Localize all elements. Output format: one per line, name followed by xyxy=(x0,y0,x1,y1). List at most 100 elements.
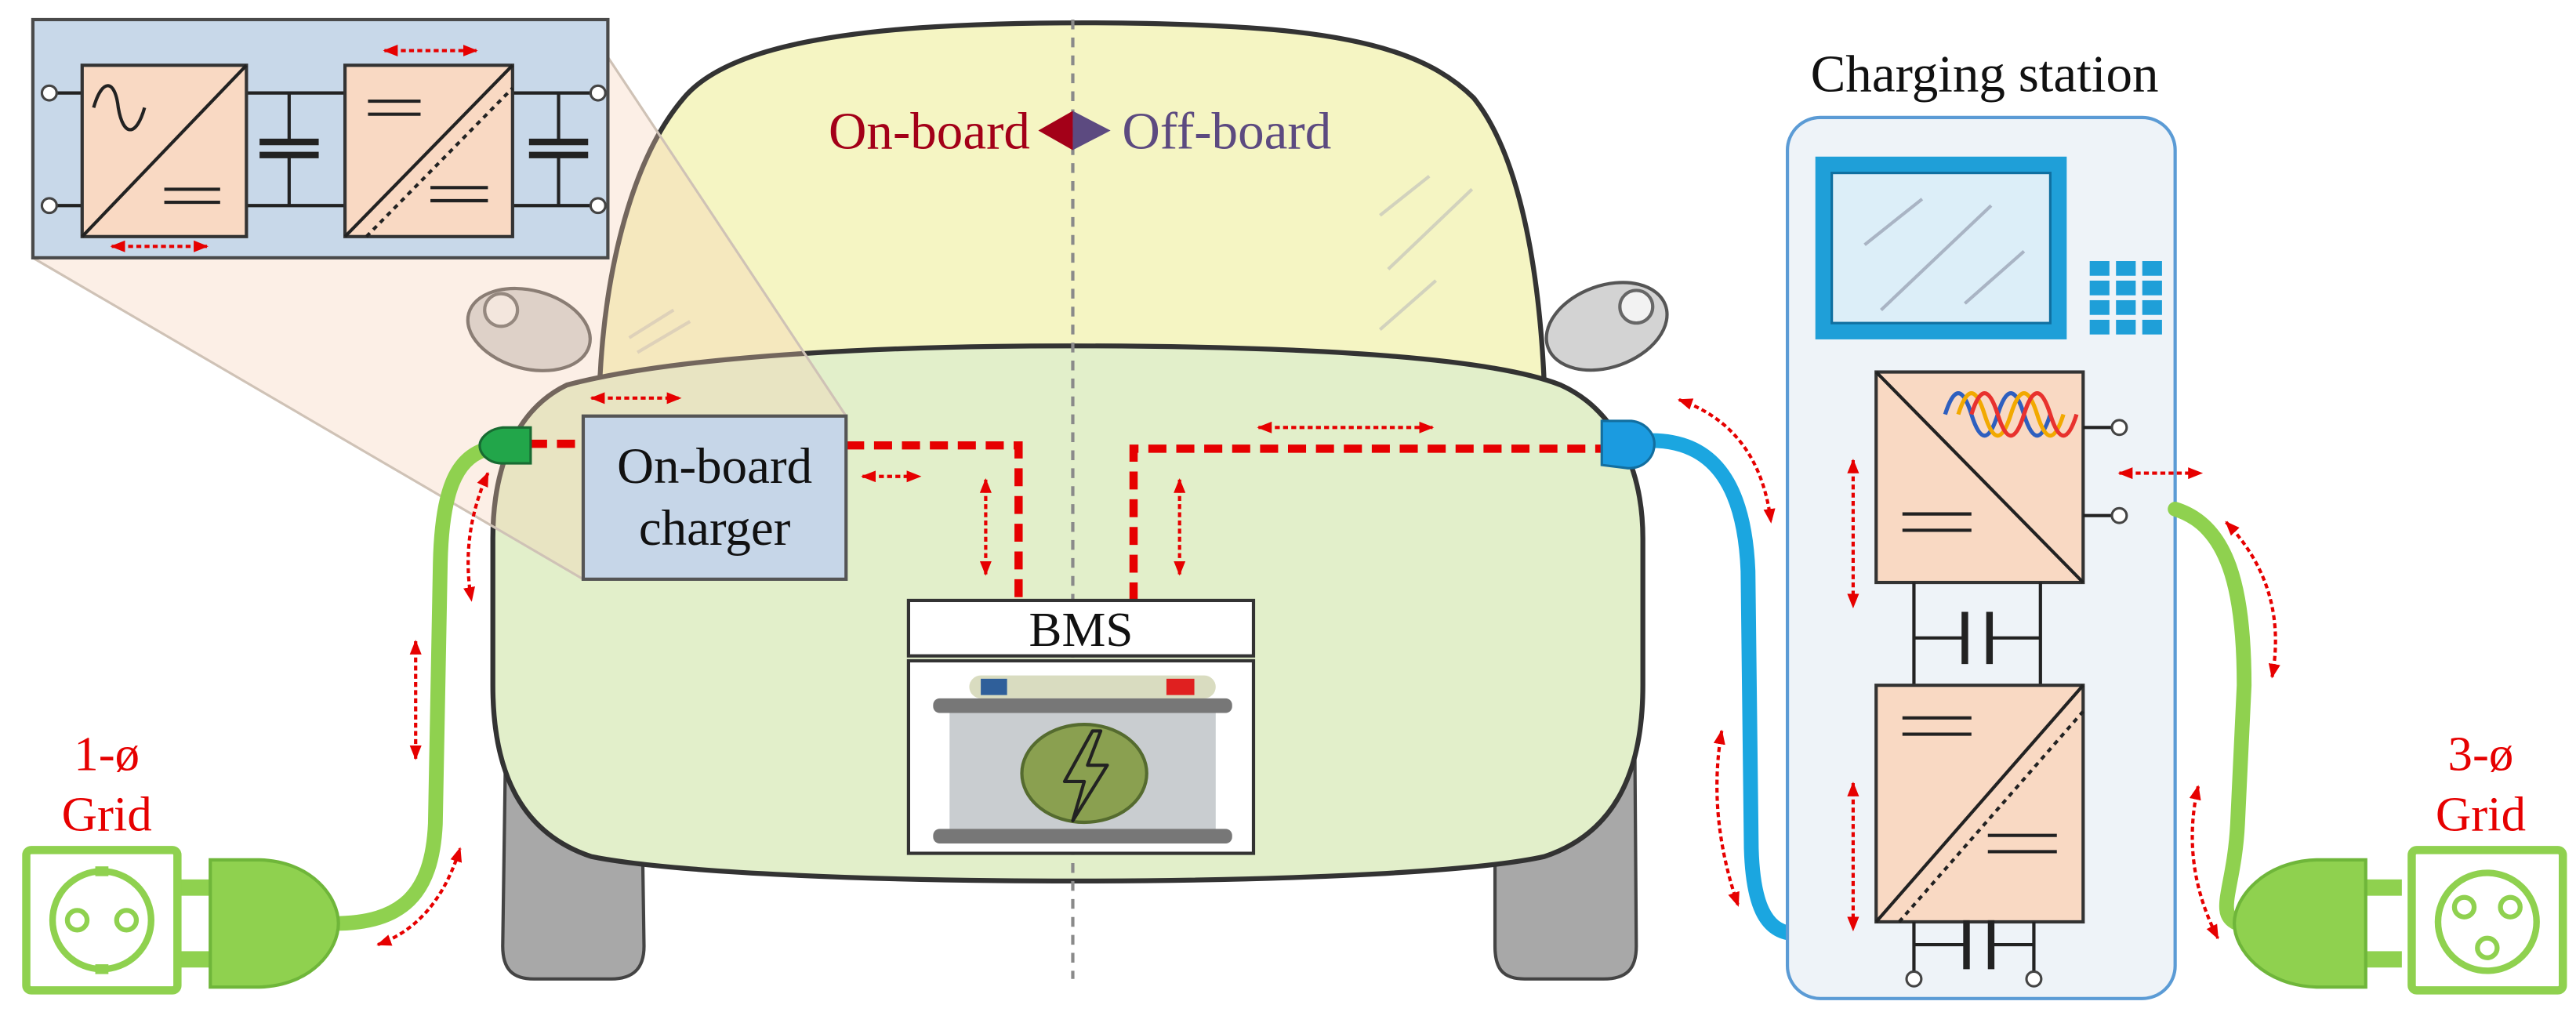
bms-label: BMS xyxy=(1029,602,1134,657)
battery-icon xyxy=(933,675,1232,844)
three-phase-grid-label: Grid xyxy=(2436,787,2526,842)
grid-plug-icon xyxy=(2233,858,2367,989)
inset-dc-dc-converter xyxy=(343,63,514,238)
dc-output-terminal xyxy=(1905,970,1923,988)
keypad-key xyxy=(2116,280,2136,296)
flow-charger-to-bms xyxy=(846,441,1023,600)
mirror-light xyxy=(1618,288,1655,325)
battery-emblem xyxy=(1020,723,1148,825)
converter-diagonal xyxy=(1874,371,2084,584)
inset-output-terminal xyxy=(589,197,607,215)
sine-wave-icon xyxy=(92,84,147,132)
socket-ground-clip xyxy=(95,964,109,974)
onboard-label: On-board xyxy=(829,103,1030,161)
screen-reflection xyxy=(1880,204,1993,311)
bidirectional-arrow xyxy=(1713,729,1740,907)
flow-bms-to-dc-inlet xyxy=(1129,444,1619,600)
battery-bottom-bar xyxy=(933,829,1232,844)
mirror-light xyxy=(483,292,520,328)
grid-plug-prong xyxy=(2362,879,2402,896)
converter-diagonal xyxy=(1874,684,2084,923)
single-phase-socket-icon xyxy=(22,846,182,995)
bidirectional-arrow xyxy=(2189,785,2220,940)
keypad-key xyxy=(2142,280,2162,296)
station-ac-dc-converter xyxy=(1874,370,2085,585)
inset-wiring xyxy=(57,91,590,208)
keypad-key xyxy=(2089,280,2110,296)
battery-management: BMS xyxy=(906,598,1256,855)
onboard-charger-label-line1: On-board xyxy=(617,438,812,495)
converter-diagonal xyxy=(81,63,248,238)
ac-plug-prong xyxy=(177,879,214,896)
three-phase-wave-red xyxy=(1969,391,2079,438)
ac-plug-prong xyxy=(177,951,214,968)
inset-ac-dc-converter xyxy=(80,63,249,238)
keypad-key xyxy=(2142,261,2162,276)
bidirectional-arrow xyxy=(463,471,490,602)
dc-output-terminal xyxy=(2025,970,2043,988)
ac-input-terminal xyxy=(2110,506,2128,524)
bidirectional-arrow xyxy=(2225,521,2280,679)
offboard-arrow-icon xyxy=(1072,111,1111,151)
socket-hole xyxy=(2475,935,2500,960)
keypad-key xyxy=(2142,299,2162,315)
reflection-line xyxy=(637,320,691,354)
three-phase-connection: 3-ø Grid xyxy=(2168,502,2567,995)
direction-indicator: On-board Off-board xyxy=(829,103,1331,161)
three-phase-socket-icon xyxy=(2407,846,2567,995)
callout-edge xyxy=(607,56,847,417)
onboard-charger-label-line2: charger xyxy=(639,500,791,557)
bidirectional-arrows-vehicle xyxy=(590,392,1435,576)
inset-output-terminal xyxy=(589,84,607,102)
keypad-key xyxy=(2116,261,2136,276)
onboard-charger: On-board charger xyxy=(581,414,848,581)
ac-plug-icon xyxy=(209,858,340,989)
three-phase-wave-yellow xyxy=(1956,391,2066,438)
onboard-charger-box xyxy=(581,414,848,581)
socket-hole xyxy=(64,908,90,933)
grid-cable xyxy=(2168,502,2252,931)
single-phase-grid-label: Grid xyxy=(62,787,152,842)
converter-diagonal xyxy=(343,63,514,238)
ac-input-terminal xyxy=(2110,419,2128,437)
socket-hole xyxy=(2451,894,2477,920)
dc-connection xyxy=(1600,397,1798,941)
battery-negative-terminal xyxy=(981,678,1007,695)
reflection-line xyxy=(1378,279,1437,331)
right-side-mirror xyxy=(1544,281,1669,372)
battery-top-bar xyxy=(933,698,1232,713)
screen-reflection xyxy=(1863,198,1924,246)
screen-reflection xyxy=(1964,249,2026,305)
windshield-reflection xyxy=(628,175,1474,354)
dc-charging-cable xyxy=(1643,433,1798,941)
grid-plug-prong xyxy=(2362,951,2402,968)
keypad-key xyxy=(2089,319,2110,335)
display-screen xyxy=(1830,172,2052,325)
station-keypad-icon xyxy=(2089,261,2162,335)
isolation-diagonal xyxy=(1898,710,2084,923)
inset-input-terminal xyxy=(40,197,58,215)
socket-hole xyxy=(2498,894,2523,920)
inset-input-terminal xyxy=(40,84,58,102)
bidirectional-arrow xyxy=(376,847,463,947)
battery-positive-terminal xyxy=(1166,678,1195,695)
keypad-key xyxy=(2116,299,2136,315)
station-dc-dc-converter xyxy=(1874,684,2085,924)
socket-face xyxy=(2434,869,2540,974)
reflection-line xyxy=(628,308,675,339)
mirror-housing xyxy=(1544,281,1669,372)
bidirectional-arrow xyxy=(1677,397,1776,524)
station-display-icon xyxy=(1815,156,2067,339)
charging-station: Charging station xyxy=(1785,45,2204,1000)
left-side-mirror xyxy=(466,286,592,372)
ac-charging-cable xyxy=(325,443,491,931)
battery-top-cap xyxy=(969,675,1216,698)
keypad-key xyxy=(2089,299,2110,315)
socket-hole xyxy=(114,908,140,933)
power-flow-paths xyxy=(528,439,1619,600)
ac-inlet-icon xyxy=(478,426,532,465)
socket-ground-clip xyxy=(95,866,109,876)
dc-inlet-icon xyxy=(1600,419,1656,470)
keypad-key xyxy=(2116,319,2136,335)
